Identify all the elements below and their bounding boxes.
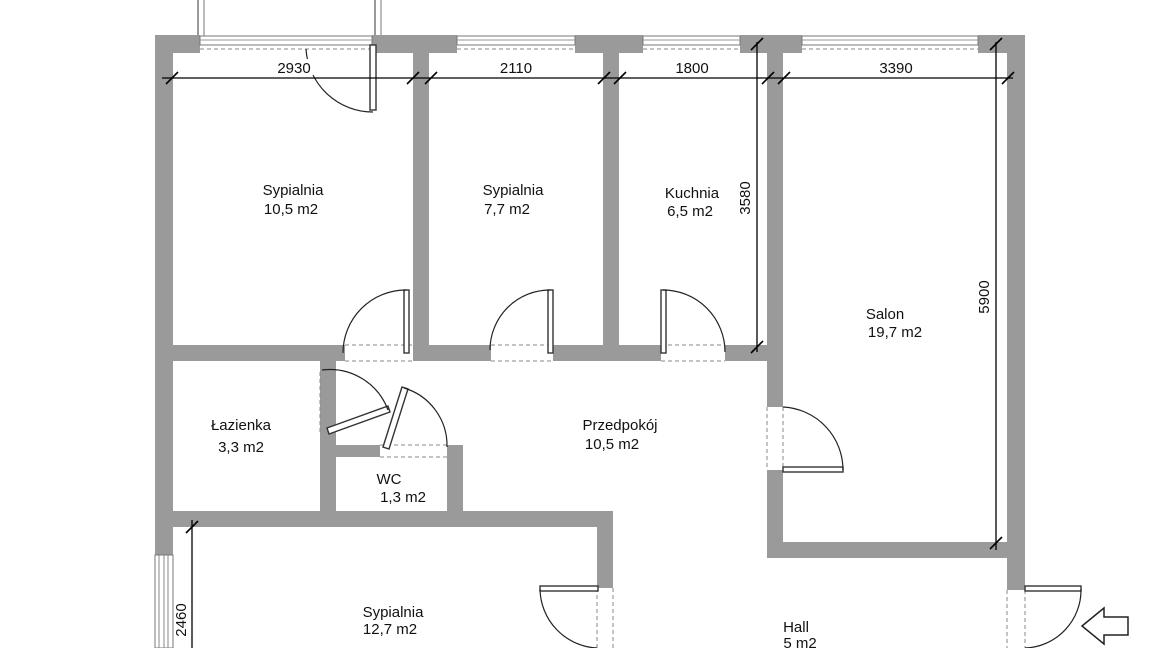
room-area-wc: 1,3 m2: [380, 489, 426, 506]
wc-door: [382, 386, 448, 450]
bedroom2-door: [489, 289, 554, 354]
room-name-bedroom3: Sypialnia: [363, 604, 425, 621]
bathroom-door: [321, 368, 391, 435]
opening-lines: [200, 48, 1026, 648]
room-area-bedroom3: 12,7 m2: [363, 621, 417, 638]
dimension-lines: [162, 37, 1015, 648]
room-area-hall: 5 m2: [783, 635, 816, 648]
dim-kitchen-depth: 3580: [737, 181, 754, 214]
dim-bedroom2-width: 2110: [500, 60, 532, 77]
dim-salon-width: 3390: [879, 60, 912, 77]
room-area-hallway: 10,5 m2: [585, 436, 639, 453]
room-labels: Sypialnia 10,5 m2 Sypialnia 7,7 m2 Kuchn…: [211, 182, 922, 648]
dim-bedroom1-width: 2930: [277, 60, 310, 77]
room-name-hallway: Przedpokój: [582, 417, 657, 434]
room-name-bedroom1: Sypialnia: [263, 182, 325, 199]
room-name-bathroom: Łazienka: [211, 417, 272, 434]
dimension-labels: 2930 2110 1800 3390 3580 5900 2460: [173, 59, 993, 637]
room-name-wc: WC: [377, 471, 402, 488]
balcony: [197, 0, 382, 36]
windows: [154, 35, 979, 648]
room-area-bathroom: 3,3 m2: [218, 439, 264, 456]
room-area-kitchen: 6,5 m2: [667, 203, 713, 220]
arrow-left-icon: [1080, 606, 1129, 646]
walls: [155, 35, 1025, 648]
dim-kitchen-width: 1800: [675, 60, 708, 77]
entrance-door: [1024, 585, 1082, 648]
salon-door: [782, 406, 844, 473]
room-name-kitchen: Kuchnia: [665, 185, 720, 202]
dim-salon-depth: 5900: [976, 280, 993, 313]
room-name-salon: Salon: [866, 306, 904, 323]
room-area-salon: 19,7 m2: [868, 324, 922, 341]
bedroom3-door: [539, 585, 599, 648]
bedroom1-door: [342, 289, 410, 354]
dim-bedroom3-depth: 2460: [173, 603, 190, 636]
room-name-hall: Hall: [783, 619, 809, 636]
room-area-bedroom2: 7,7 m2: [484, 201, 530, 218]
room-name-bedroom2: Sypialnia: [483, 182, 545, 199]
room-area-bedroom1: 10,5 m2: [264, 201, 318, 218]
kitchen-door: [660, 289, 726, 354]
